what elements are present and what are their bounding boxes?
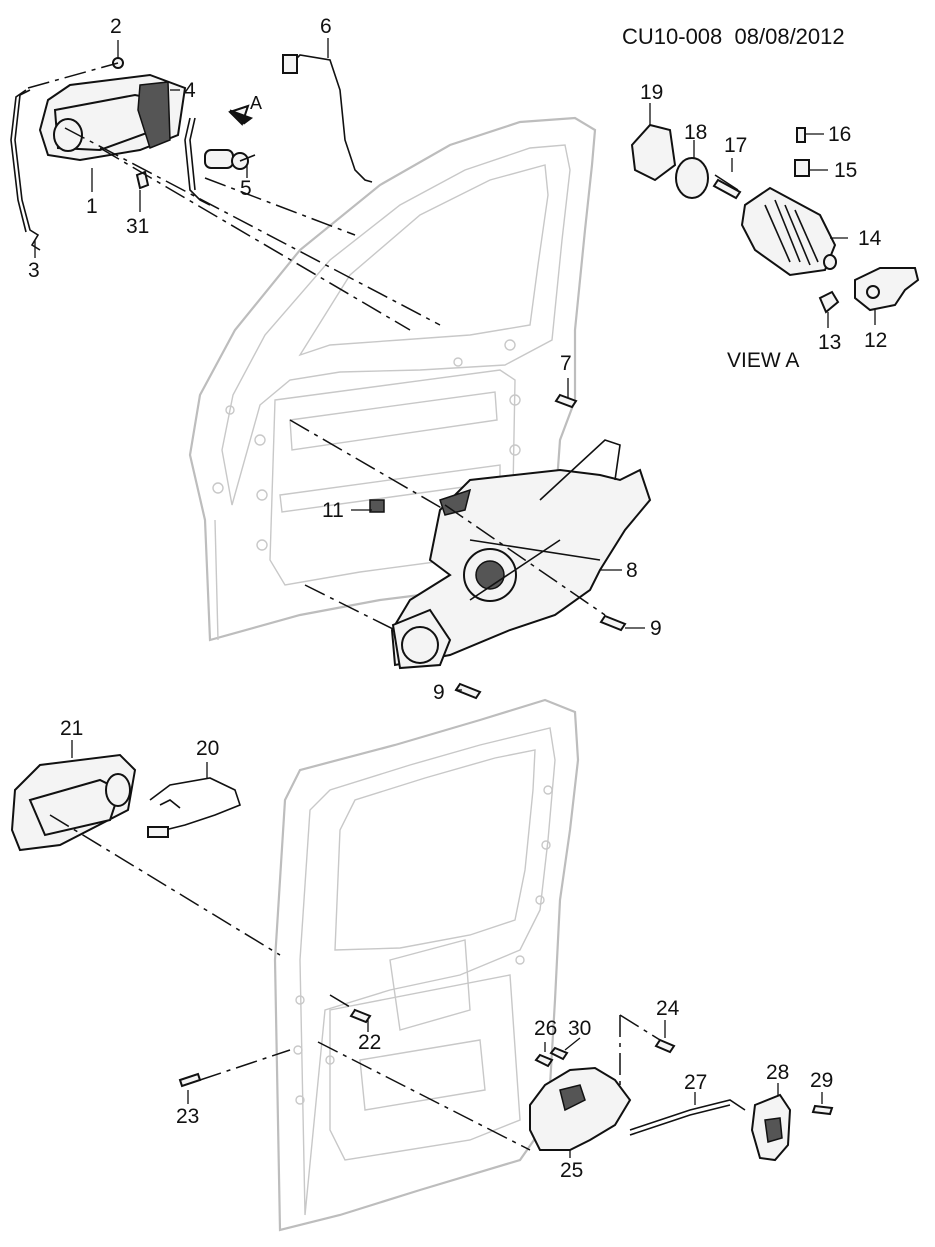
diagram-header: CU10-008 08/08/2012: [622, 24, 845, 50]
callout-9a: 9: [650, 617, 662, 640]
callout-24: 24: [656, 997, 680, 1020]
callout-2: 2: [110, 15, 122, 38]
view-a-arrow-icon: [229, 109, 254, 125]
callout-8: 8: [626, 559, 638, 582]
callout-14: 14: [858, 227, 882, 250]
callout-29: 29: [810, 1069, 834, 1092]
callout-7: 7: [560, 352, 572, 375]
rear-latch-assembly: [178, 1008, 834, 1162]
callout-5: 5: [240, 177, 252, 200]
callout-20: 20: [196, 737, 220, 760]
callout-15: 15: [834, 159, 858, 182]
callout-27: 27: [684, 1071, 708, 1094]
callout-12: 12: [864, 329, 888, 352]
callout-9b: 9: [433, 681, 445, 704]
window-regulator: [369, 393, 652, 700]
leader-lines: [34, 38, 876, 1158]
callout-17: 17: [724, 134, 748, 157]
callout-21: 21: [60, 717, 84, 740]
callout-1: 1: [86, 195, 98, 218]
callout-26: 26: [534, 1017, 558, 1040]
diagram-date: 08/08/2012: [734, 24, 845, 49]
callout-18: 18: [684, 121, 708, 144]
callout-6: 6: [320, 15, 332, 38]
lock-cylinder-view-a: [630, 123, 920, 314]
view-a-label: VIEW A: [727, 349, 800, 372]
callout-19: 19: [640, 81, 664, 104]
diagram-ref-code: CU10-008: [622, 24, 723, 49]
callout-23: 23: [176, 1105, 200, 1128]
assembly-lines: [27, 62, 661, 1151]
callout-22: 22: [358, 1031, 382, 1054]
callout-16: 16: [828, 123, 852, 146]
callout-4: 4: [184, 79, 196, 102]
callout-3: 3: [28, 259, 40, 282]
callout-13: 13: [818, 331, 842, 354]
rear-outside-handle: [10, 753, 241, 852]
rear-door-frame: [273, 698, 580, 1232]
callout-11: 11: [322, 499, 344, 522]
callout-28: 28: [766, 1061, 790, 1084]
callout-25: 25: [560, 1159, 584, 1182]
callout-31: 31: [126, 215, 150, 238]
callout-30: 30: [568, 1017, 592, 1040]
arrow-a-label: A: [250, 93, 263, 113]
outside-handle-assembly: [10, 54, 373, 251]
